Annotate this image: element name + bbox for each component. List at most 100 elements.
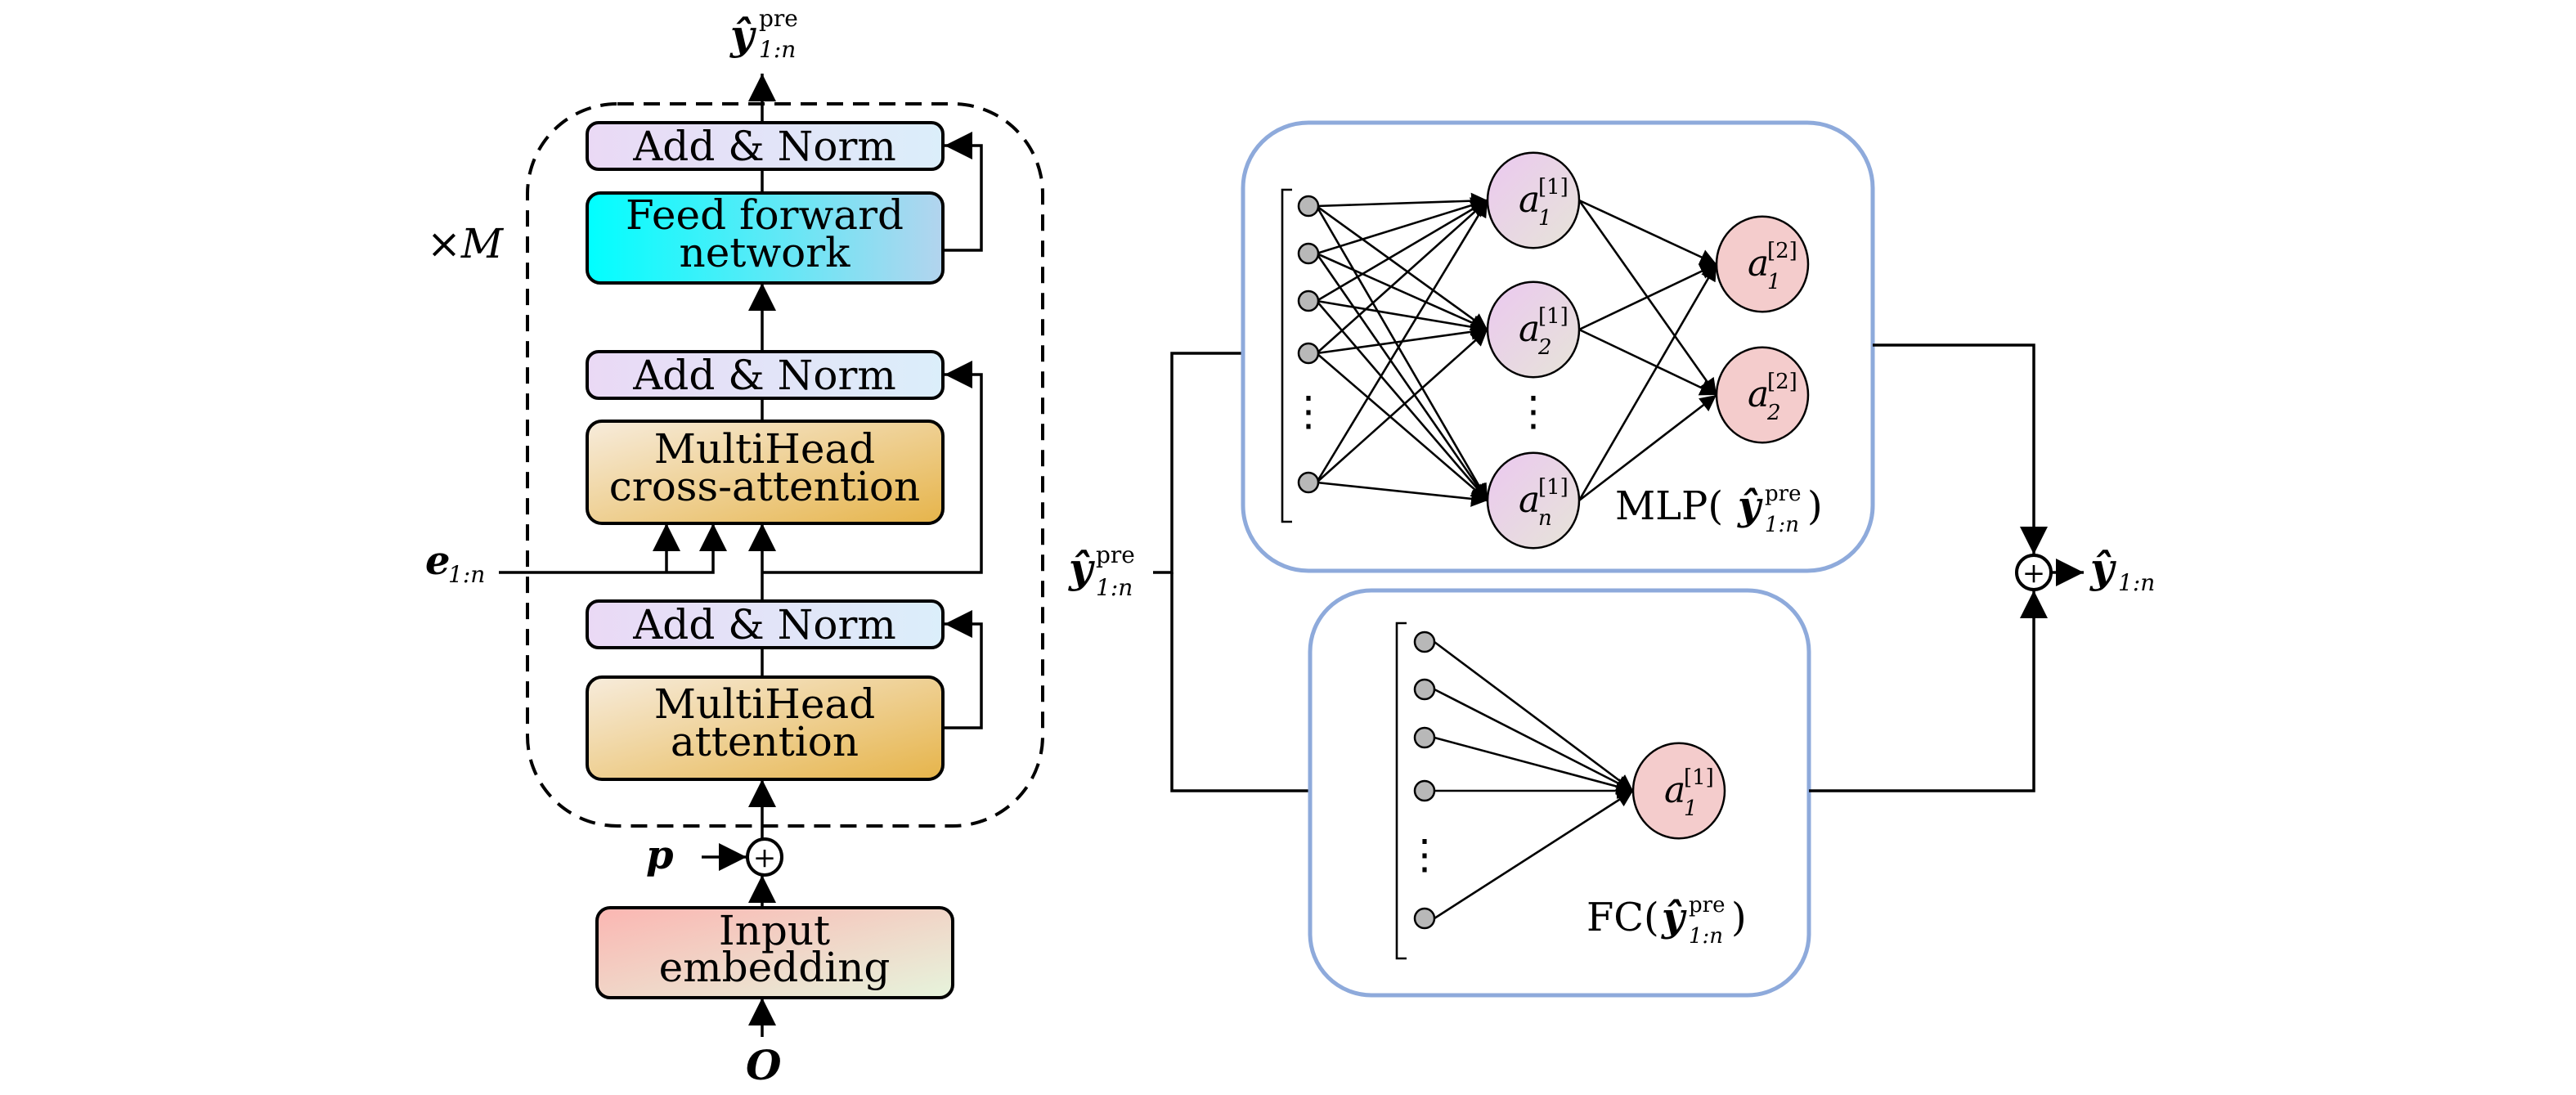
add-norm-bottom-block[interactable]: Add & Norm bbox=[586, 599, 945, 649]
fc-caption-sub: 1:n bbox=[1689, 924, 1723, 949]
head-input-label: ŷ pre 1:n bbox=[1068, 541, 1135, 601]
mlp-edge bbox=[1578, 393, 1717, 502]
e-sub: 1:n bbox=[448, 561, 485, 588]
mlp-edge bbox=[1316, 199, 1488, 303]
sub-range: 1:n bbox=[759, 36, 796, 63]
mlp-output-node-base: a bbox=[1748, 243, 1769, 285]
mlp-caption-prefix: MLP( bbox=[1615, 483, 1723, 529]
mlp-block[interactable]: ⋮ ⋮ a[1]1a[1]2a[1]n a[2]1a[2]2 MLP( ŷ pr… bbox=[1241, 120, 1875, 573]
mlp-output-node-sub: 2 bbox=[1766, 401, 1781, 425]
mlp-hidden-node-base: a bbox=[1519, 479, 1540, 521]
mlp-edge bbox=[1316, 481, 1488, 507]
mlp-edge bbox=[1578, 199, 1717, 266]
mlp-edge bbox=[1316, 197, 1488, 255]
fc-input-node bbox=[1413, 631, 1436, 653]
fc-edge bbox=[1434, 688, 1634, 792]
mlp-output-node-base: a bbox=[1748, 374, 1769, 415]
mlp-caption-y: ŷ bbox=[1737, 483, 1763, 529]
ffn-label-line1: Feed forward bbox=[626, 191, 904, 239]
attn-residual-arrow bbox=[943, 610, 983, 729]
mlp-edge bbox=[1315, 200, 1489, 483]
mlp-edges bbox=[1315, 192, 1718, 507]
head-input-sub: 1:n bbox=[1096, 574, 1133, 601]
attn-label-line1: MultiHead bbox=[654, 680, 875, 728]
to-mlp-arrow bbox=[1153, 339, 1280, 574]
head-input-sup: pre bbox=[1096, 541, 1135, 568]
add-norm-bottom-label: Add & Norm bbox=[632, 601, 896, 648]
mlp-edge bbox=[1316, 200, 1488, 354]
mlp-to-sum-arrow bbox=[1873, 343, 2048, 554]
mlp-caption: MLP( ŷ pre 1:n ) bbox=[1615, 482, 1823, 537]
mlp-hidden-node-circle bbox=[1486, 451, 1581, 550]
fc-input-nodes bbox=[1413, 631, 1436, 930]
add-norm-top-block[interactable]: Add & Norm bbox=[586, 121, 945, 171]
mlp-output-node-sup: [2] bbox=[1767, 239, 1797, 263]
repeat-label: ×M bbox=[427, 220, 505, 267]
mlp-hidden-node: a[1]n bbox=[1486, 451, 1581, 550]
self-attention-block[interactable]: MultiHead attention bbox=[586, 675, 945, 781]
mlp-edge bbox=[1315, 205, 1489, 501]
mlp-hidden-node-sub: 1 bbox=[1538, 206, 1552, 231]
encoder-input-label: e 1:n bbox=[425, 538, 485, 588]
mlp-input-bracket bbox=[1281, 188, 1292, 523]
mlp-caption-sup: pre bbox=[1765, 482, 1801, 506]
fc-input-ellipsis: ⋮ bbox=[1404, 831, 1445, 878]
decoder-output-label: ŷ pre 1:n bbox=[729, 5, 798, 63]
repeat-block-border bbox=[526, 102, 1044, 828]
input-embedding-block[interactable]: Input embedding bbox=[595, 906, 954, 999]
fc-edge bbox=[1434, 640, 1634, 792]
mlp-hidden-node-sup: [1] bbox=[1538, 175, 1568, 200]
attn-label-line2: attention bbox=[671, 718, 859, 765]
sup-pre: pre bbox=[759, 5, 798, 32]
add-norm-mid-block[interactable]: Add & Norm bbox=[586, 350, 945, 400]
fc-input-node bbox=[1413, 726, 1436, 749]
fc-output-node-circle bbox=[1631, 742, 1726, 840]
sum-plus-symbol: + bbox=[2022, 557, 2046, 590]
fc-to-sum-arrow bbox=[1809, 590, 2048, 792]
fc-edges bbox=[1434, 640, 1634, 920]
mlp-edge bbox=[1316, 329, 1488, 483]
feed-forward-block[interactable]: Feed forward network bbox=[586, 191, 945, 285]
fc-edge bbox=[1434, 789, 1634, 920]
fc-output-node-sup: [1] bbox=[1684, 765, 1714, 790]
mlp-edge bbox=[1578, 328, 1717, 397]
mlp-edge bbox=[1316, 299, 1488, 335]
fc-output-node-base: a bbox=[1664, 770, 1685, 811]
positional-encoding-label: p bbox=[646, 832, 674, 878]
fc-block[interactable]: ⋮ a[1]1 FC( ŷ pre 1:n ) bbox=[1308, 588, 1811, 998]
mlp-output-node-sub: 1 bbox=[1767, 270, 1781, 294]
cross-attn-label-line2: cross-attention bbox=[609, 463, 920, 510]
fc-edge bbox=[1434, 736, 1634, 795]
mlp-hidden-node: a[1]2 bbox=[1486, 280, 1581, 379]
mlp-edge bbox=[1578, 263, 1717, 331]
mlp-hidden-node-circle bbox=[1486, 280, 1581, 379]
final-sub: 1:n bbox=[2118, 569, 2155, 596]
mlp-edge bbox=[1316, 252, 1488, 331]
positional-add-node: + bbox=[746, 837, 783, 877]
fc-input-node bbox=[1413, 907, 1436, 930]
fc-caption-sup: pre bbox=[1689, 893, 1725, 918]
mlp-hidden-ellipsis: ⋮ bbox=[1513, 388, 1554, 435]
mlp-edge bbox=[1316, 192, 1488, 209]
fc-caption-prefix: FC( bbox=[1586, 895, 1659, 940]
mlp-edge bbox=[1577, 263, 1718, 501]
fc-input-node bbox=[1413, 678, 1436, 701]
mlp-input-nodes bbox=[1297, 195, 1320, 494]
mlp-caption-suffix: ) bbox=[1807, 483, 1823, 529]
sum-node: + bbox=[2015, 554, 2053, 591]
mlp-edge bbox=[1316, 300, 1488, 501]
ffn-label-line2: network bbox=[680, 229, 851, 276]
e-symbol: e bbox=[425, 538, 451, 584]
mlp-edge bbox=[1316, 204, 1488, 331]
cross-residual-arrow bbox=[762, 361, 983, 574]
plus-symbol: + bbox=[753, 841, 777, 874]
fc-output-node: a[1]1 bbox=[1631, 742, 1726, 840]
mlp-hidden-node-circle bbox=[1486, 151, 1581, 249]
mlp-input-node bbox=[1297, 342, 1320, 365]
ffn-residual-arrow bbox=[943, 132, 983, 252]
mlp-output-node-circle bbox=[1715, 215, 1810, 313]
cross-attention-block[interactable]: MultiHead cross-attention bbox=[586, 420, 945, 525]
mlp-hidden-node: a[1]1 bbox=[1486, 151, 1581, 249]
add-norm-top-label: Add & Norm bbox=[632, 123, 896, 170]
mlp-input-node bbox=[1297, 195, 1320, 218]
